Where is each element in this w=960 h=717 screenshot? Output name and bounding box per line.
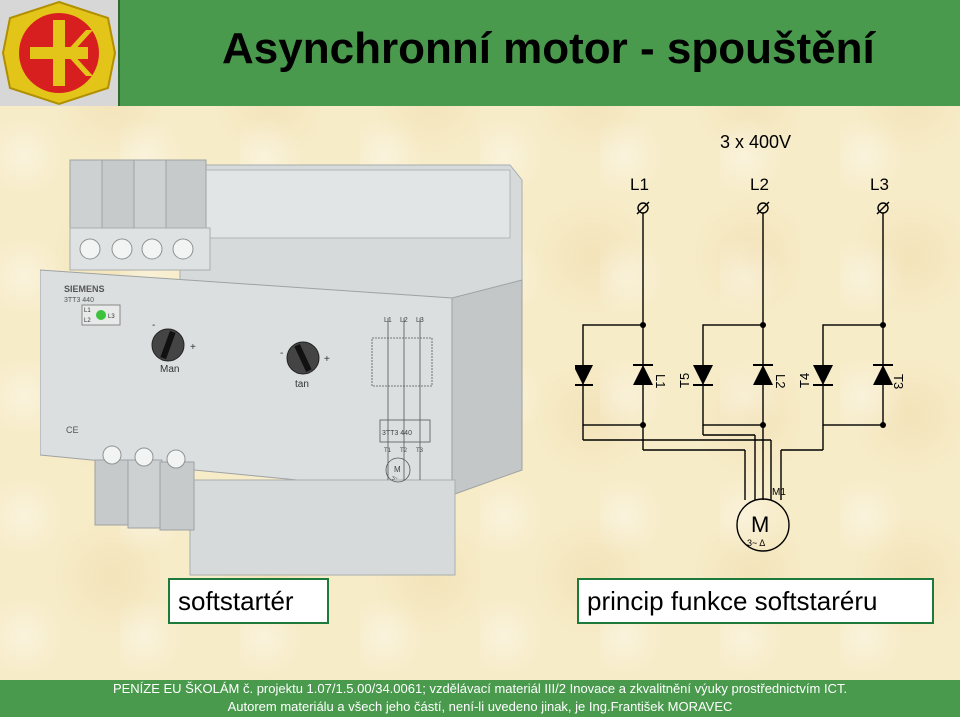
header-bar: Asynchronní motor - spouštění <box>0 0 960 106</box>
brand-text: SIEMENS <box>64 284 105 294</box>
mini-model: 3TT3 440 <box>382 430 412 437</box>
thyristor-t4: T4 <box>797 373 812 388</box>
knob-tan[interactable] <box>286 341 320 375</box>
knob-man[interactable] <box>151 328 185 362</box>
thyristor-t5: T5 <box>677 373 692 388</box>
ce-mark: CE <box>66 425 79 435</box>
logo <box>0 0 120 106</box>
phase-l3: L3 <box>870 175 889 194</box>
softstarter-device: SIEMENS 3TT3 440 L1 L2 L3 - + Man - + ta… <box>39 150 530 580</box>
mini-motor: M <box>394 465 401 474</box>
led-label-l3: L3 <box>108 314 115 320</box>
voltage-label: 3 x 400V <box>720 132 791 152</box>
motor-sub: 3~ Δ <box>747 538 765 548</box>
mini-t3: T3 <box>416 448 424 454</box>
knob1-label: Man <box>160 364 179 375</box>
motor-tag: M1 <box>772 487 786 498</box>
thyristor-t2: L2 <box>773 374 788 388</box>
page-title: Asynchronní motor - spouštění <box>222 24 875 73</box>
mini-motor-sub: 3~ <box>392 476 398 482</box>
mini-t1: T1 <box>384 448 392 454</box>
mini-t2: T2 <box>400 448 408 454</box>
logo-icon <box>1 0 117 106</box>
thyristor-t1: L1 <box>653 374 668 388</box>
label-principle: princip funkce softstaréru <box>577 578 934 624</box>
mini-l2: L2 <box>400 317 408 324</box>
thyristor-t3: T3 <box>891 374 906 389</box>
mini-l1: L1 <box>384 317 392 324</box>
footer-line-1: PENÍZE EU ŠKOLÁM č. projektu 1.07/1.5.00… <box>112 681 848 696</box>
softstarter-schematic: 3 x 400V L1 L2 L3 <box>563 120 915 565</box>
mini-l3: L3 <box>416 317 424 324</box>
led-indicator <box>96 310 106 320</box>
phase-l1: L1 <box>630 175 649 194</box>
knob1-minus: - <box>152 320 155 331</box>
thyristor-t6: T6 <box>575 373 578 388</box>
label-softstarter: softstartér <box>168 578 329 624</box>
knob2-minus: - <box>280 348 283 359</box>
led-label-l1: L1 <box>84 308 91 314</box>
led-label-l2: L2 <box>84 318 91 324</box>
phase-l2: L2 <box>750 175 769 194</box>
motor-letter: M <box>751 512 769 537</box>
footer-line-2: Autorem materiálu a všech jeho částí, ne… <box>227 699 733 714</box>
footer-bar: PENÍZE EU ŠKOLÁM č. projektu 1.07/1.5.00… <box>0 680 960 717</box>
model-text: 3TT3 440 <box>64 297 94 304</box>
knob1-plus: + <box>190 342 196 353</box>
knob2-label: tan <box>295 379 309 390</box>
knob2-plus: + <box>324 354 330 365</box>
